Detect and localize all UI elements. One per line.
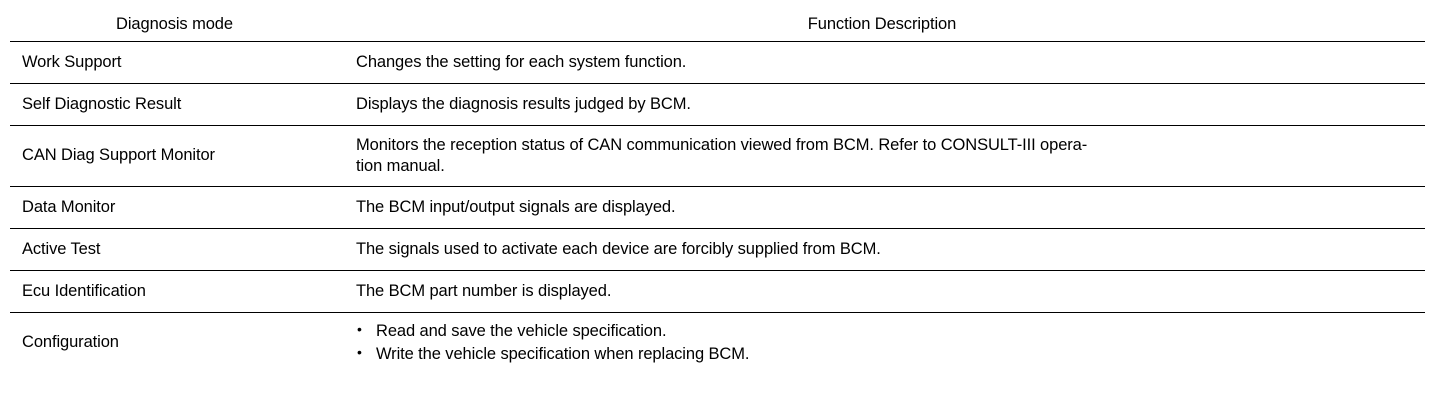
cell-mode: Self Diagnostic Result: [10, 83, 339, 126]
description-line-2: tion manual.: [356, 157, 445, 175]
header-cell-description: Function Description: [339, 8, 1425, 42]
table-row: Active Test The signals used to activate…: [10, 228, 1425, 271]
mode-label: CAN Diag Support Monitor: [22, 146, 215, 165]
mode-label: Self Diagnostic Result: [22, 94, 182, 113]
table-header: Diagnosis mode Function Description: [10, 8, 1425, 42]
table-header-row: Diagnosis mode Function Description: [10, 8, 1425, 42]
list-item: • Write the vehicle specification when r…: [356, 343, 1417, 366]
cell-mode: Active Test: [10, 228, 339, 271]
description-text: Changes the setting for each system func…: [356, 52, 687, 71]
description-text: The BCM part number is displayed.: [356, 281, 612, 300]
mode-label: Active Test: [22, 239, 101, 258]
table-body: Work Support Changes the setting for eac…: [10, 41, 1425, 374]
table-row: Data Monitor The BCM input/output signal…: [10, 186, 1425, 229]
description-text: Displays the diagnosis results judged by…: [356, 94, 691, 113]
table-row: Configuration • Read and save the vehicl…: [10, 313, 1425, 374]
header-label-function-description: Function Description: [807, 14, 957, 33]
table-row: Self Diagnostic Result Displays the diag…: [10, 83, 1425, 126]
cell-mode: Configuration: [10, 313, 339, 374]
list-item-label: Read and save the vehicle specification.: [376, 321, 667, 340]
diagnosis-mode-table: Diagnosis mode Function Description Work…: [10, 8, 1425, 373]
cell-description: The BCM part number is displayed.: [339, 270, 1425, 313]
header-label-diagnosis-mode: Diagnosis mode: [116, 14, 233, 33]
list-item: • Read and save the vehicle specificatio…: [356, 320, 1417, 343]
cell-description: Changes the setting for each system func…: [339, 41, 1425, 84]
header-cell-mode: Diagnosis mode: [10, 8, 339, 42]
description-text: The BCM input/output signals are display…: [356, 197, 676, 216]
bullet-icon: •: [357, 344, 362, 360]
table-row: Ecu Identification The BCM part number i…: [10, 270, 1425, 313]
list-item-label: Write the vehicle specification when rep…: [376, 345, 750, 363]
cell-description: The BCM input/output signals are display…: [339, 186, 1425, 229]
description-text: The signals used to activate each device…: [356, 239, 881, 258]
mode-label: Work Support: [22, 52, 122, 71]
description-line-1: Monitors the reception status of CAN com…: [356, 135, 1088, 154]
cell-mode: Ecu Identification: [10, 270, 339, 313]
cell-description: • Read and save the vehicle specificatio…: [339, 313, 1425, 374]
cell-mode: Data Monitor: [10, 186, 339, 229]
description-text: • Read and save the vehicle specificatio…: [339, 320, 1425, 367]
cell-mode: CAN Diag Support Monitor: [10, 125, 339, 187]
cell-mode: Work Support: [10, 41, 339, 84]
table-row: CAN Diag Support Monitor Monitors the re…: [10, 125, 1425, 187]
configuration-bullet-list: • Read and save the vehicle specificatio…: [356, 320, 1417, 367]
mode-label: Ecu Identification: [22, 281, 146, 300]
description-text: Monitors the reception status of CAN com…: [339, 135, 1425, 178]
cell-description: Monitors the reception status of CAN com…: [339, 125, 1425, 187]
table-row: Work Support Changes the setting for eac…: [10, 41, 1425, 84]
mode-label: Configuration: [22, 333, 119, 352]
mode-label: Data Monitor: [22, 197, 116, 216]
bullet-icon: •: [357, 320, 362, 337]
cell-description: The signals used to activate each device…: [339, 228, 1425, 271]
cell-description: Displays the diagnosis results judged by…: [339, 83, 1425, 126]
